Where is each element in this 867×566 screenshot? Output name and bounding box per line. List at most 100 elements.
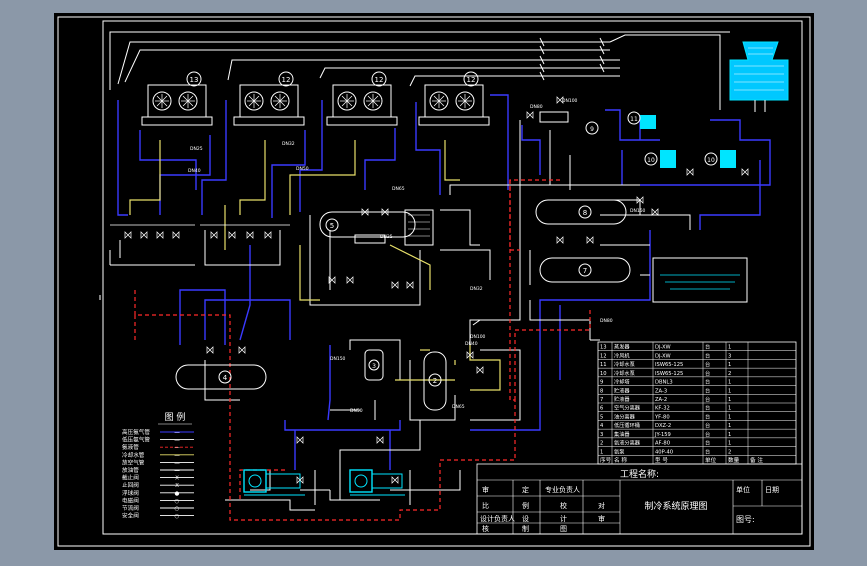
pipe-size-label: DN32 bbox=[282, 141, 295, 147]
legend-symbol: — bbox=[174, 430, 180, 436]
title-block-cell: 比 bbox=[482, 501, 489, 510]
oil-trap-tag: 3 bbox=[372, 363, 376, 370]
valves bbox=[124, 96, 749, 484]
bom-cell: 1 bbox=[728, 380, 731, 386]
bom-cell: 台 bbox=[705, 421, 710, 429]
legend-label: 截止阀 bbox=[122, 474, 139, 482]
valve-icon bbox=[406, 281, 414, 289]
vertical-tank: 2 bbox=[423, 351, 447, 411]
bom-cell: YF-80 bbox=[654, 414, 670, 420]
bom-header: 单位 bbox=[705, 456, 717, 464]
bom-cell: DBNL3 bbox=[655, 380, 673, 386]
fan-icon bbox=[337, 91, 357, 111]
refrigerant-low-pipes bbox=[99, 120, 691, 511]
bom-cell: 台 bbox=[705, 395, 710, 403]
bom-cell: 13 bbox=[600, 345, 607, 351]
bom-cell: 低压循环桶 bbox=[614, 421, 640, 429]
title-block-cell: 定 bbox=[522, 485, 529, 494]
bom-cell: 氨液分离器 bbox=[614, 439, 641, 447]
valve-icon bbox=[361, 208, 369, 216]
bom-cell: 12 bbox=[600, 353, 607, 359]
legend-label: 安全阀 bbox=[122, 512, 139, 520]
legend-title: 图 例 bbox=[165, 411, 186, 423]
legend-label: 放空气管 bbox=[122, 458, 145, 466]
legend-symbol: — bbox=[174, 445, 180, 451]
legend-label: 氨液管 bbox=[122, 443, 139, 451]
bom-cell: 1 bbox=[728, 397, 731, 403]
pipe-size-label: DN50 bbox=[350, 408, 363, 414]
legend-label: 浮球阀 bbox=[122, 489, 139, 497]
bom-cell: 氨泵 bbox=[614, 447, 624, 455]
bom-cell: ZA-3 bbox=[655, 388, 667, 394]
legend-symbol: ○ bbox=[175, 506, 180, 512]
valve-icon bbox=[741, 168, 749, 176]
bom-cell: 台 bbox=[705, 412, 710, 420]
bom-cell: 2 bbox=[728, 371, 731, 377]
pipe-size-label: DN32 bbox=[470, 286, 483, 292]
legend-item: 放油管— bbox=[122, 466, 194, 474]
project-name-label: 工程名称: bbox=[620, 468, 659, 480]
fan-icon bbox=[244, 91, 264, 111]
pipe-size-label: DN25 bbox=[380, 234, 393, 240]
bom-cell: ISW65-125 bbox=[655, 371, 683, 377]
bom-cell: 台 bbox=[705, 343, 710, 351]
title-block-cell: 核 bbox=[482, 524, 489, 533]
legend-label: 止回阀 bbox=[122, 481, 139, 489]
bom-cell: 台 bbox=[705, 369, 710, 377]
title-block-cell: 校 bbox=[560, 501, 567, 510]
title-block-cell: 计 bbox=[560, 514, 567, 523]
valve-icon bbox=[526, 111, 534, 119]
legend-symbol: — bbox=[174, 438, 180, 444]
legend-symbol: — bbox=[174, 453, 180, 459]
bom-cell: 蒸发器 bbox=[614, 343, 630, 351]
tower-valve: 9 bbox=[539, 111, 599, 135]
evaporator-tag: 12 bbox=[467, 76, 476, 84]
pipe-size-label: DN150 bbox=[330, 356, 346, 362]
title-block-cell: 审 bbox=[598, 514, 605, 523]
title-block-cell: 对 bbox=[598, 501, 605, 510]
ammonia-pump-left bbox=[243, 469, 305, 496]
low-pressure-tank: 4 bbox=[175, 364, 267, 390]
ammonia-pump-right bbox=[349, 469, 405, 496]
bom-cell: 台 bbox=[705, 378, 710, 386]
valve-icon bbox=[238, 346, 246, 354]
bom-cell: 冷风机 bbox=[614, 351, 630, 359]
valve-icon bbox=[586, 236, 594, 244]
valve-icon bbox=[328, 276, 336, 284]
legend-item: 放空气管— bbox=[122, 458, 194, 466]
legend-item: 冷却水管— bbox=[122, 451, 194, 459]
bom-cell: 台 bbox=[705, 430, 710, 438]
receiver-upper: 8 bbox=[535, 199, 627, 225]
evaporator-unit: 12 bbox=[326, 71, 398, 126]
bom-header: 名 称 bbox=[614, 456, 627, 464]
bom-header: 备 注 bbox=[750, 456, 763, 464]
bom-cell: 1 bbox=[728, 414, 731, 420]
bom-cell: 1 bbox=[728, 388, 731, 394]
cooling-pump-mid-a: 10 bbox=[644, 150, 676, 168]
legend-item: 节流阀○ bbox=[122, 504, 194, 512]
pipe-size-label: DN65 bbox=[452, 404, 465, 410]
valve-icon bbox=[124, 231, 132, 239]
valve-icon bbox=[636, 196, 644, 204]
legend-label: 电磁阀 bbox=[122, 496, 139, 504]
bom-cell: 台 bbox=[705, 360, 710, 368]
pipe-size-label: DN100 bbox=[470, 334, 486, 340]
bom-cell: 台 bbox=[705, 351, 710, 359]
valve-icon bbox=[172, 231, 180, 239]
valve-icon bbox=[156, 231, 164, 239]
bom-header: 型 号 bbox=[655, 456, 668, 464]
bom-cell: 冷却塔 bbox=[614, 378, 630, 386]
vertical-tank-tag: 2 bbox=[433, 377, 437, 385]
pipe-size-label: DN40 bbox=[188, 168, 201, 174]
evaporator-tag: 12 bbox=[282, 76, 291, 84]
title-block-cell: 设计负责人 bbox=[480, 514, 515, 523]
fan-icon bbox=[270, 91, 290, 111]
bom-cell: 4 bbox=[600, 423, 604, 429]
evaporator-tag: 13 bbox=[190, 76, 199, 84]
title-block-cell: 图 bbox=[560, 525, 567, 533]
legend-item: 安全阀○ bbox=[122, 512, 194, 520]
